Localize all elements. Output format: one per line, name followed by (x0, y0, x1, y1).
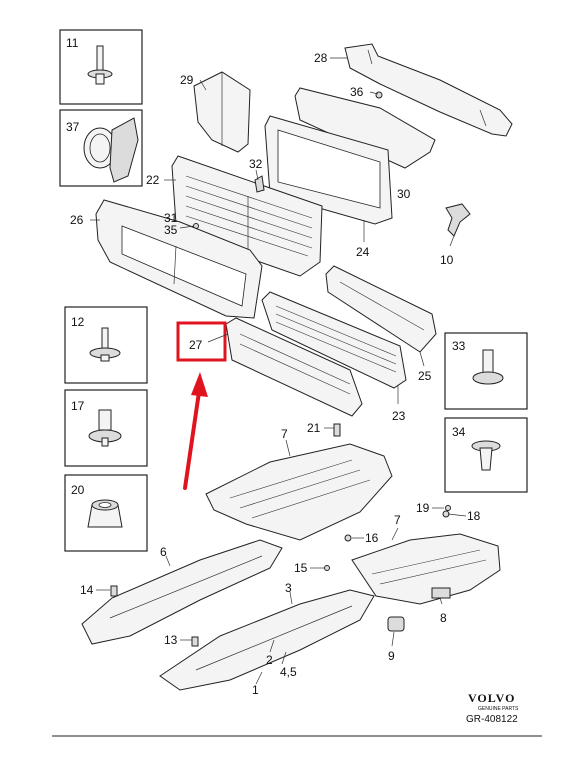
brand-tagline: GENUINE PARTS (478, 706, 519, 712)
callout-13: 13 (164, 633, 178, 647)
callout-10: 10 (440, 253, 454, 267)
rivet-icon (472, 349, 504, 385)
detail-box-11: 11 (59, 29, 143, 105)
callout-labels: 28 29 36 22 32 30 26 31 35 24 10 25 23 2… (70, 51, 481, 697)
part-25-side-grille (325, 265, 437, 353)
callout-30: 30 (397, 187, 411, 201)
box-label-12: 12 (71, 315, 85, 329)
callout-28: 28 (314, 51, 328, 65)
callout-24: 24 (356, 245, 370, 259)
screw-19-icon (445, 505, 451, 511)
callout-25: 25 (418, 369, 432, 383)
part-10-bracket (445, 203, 471, 237)
box-label-17: 17 (71, 399, 85, 413)
part-8-connector (431, 587, 451, 599)
callout-14: 14 (80, 583, 94, 597)
clip-nut-icon (88, 409, 122, 447)
part-23-lower-grille (225, 291, 407, 417)
bushing-icon (87, 499, 123, 528)
brand-logo: VOLVO (468, 691, 515, 705)
detail-box-20: 20 (64, 474, 148, 552)
callout-35: 35 (164, 223, 178, 237)
red-arrow (183, 372, 208, 490)
detail-box-17: 17 (64, 389, 148, 467)
part-3-lower-panel (159, 589, 375, 691)
callout-29: 29 (180, 73, 194, 87)
callout-16: 16 (365, 531, 379, 545)
callout-18: 18 (467, 509, 481, 523)
callout-21: 21 (307, 421, 321, 435)
detail-box-33: 33 (444, 332, 528, 410)
screw-14-icon (110, 585, 118, 597)
highlight-box-27: 27 (176, 321, 229, 362)
screw-16-icon (344, 534, 352, 542)
box-label-37: 37 (66, 120, 80, 134)
callout-26: 26 (70, 213, 84, 227)
callout-19: 19 (416, 501, 430, 515)
callout-8: 8 (440, 611, 447, 625)
callout-2: 2 (266, 653, 273, 667)
part-21-pin (333, 423, 341, 437)
screw-36-icon (375, 91, 383, 99)
part-6-side-panel (81, 539, 283, 645)
fog-lamp-bracket-icon (83, 117, 139, 183)
box-label-34: 34 (452, 425, 466, 439)
clip-15-icon (324, 565, 330, 571)
bolt-icon (87, 45, 113, 85)
callout-1: 1 (252, 683, 259, 697)
detail-box-12: 12 (64, 306, 148, 384)
part-28-upper-bracket (344, 43, 513, 137)
clip-32-icon (254, 175, 265, 193)
callout-27: 27 (189, 338, 203, 352)
push-clip-icon (471, 440, 501, 471)
part-7b-rear-panel (351, 533, 501, 605)
detail-box-37: 37 (59, 109, 143, 187)
diagram-code: GR-408122 (466, 714, 518, 725)
callout-4-5: 4,5 (280, 665, 297, 679)
callout-6: 6 (160, 545, 167, 559)
part-7-splash-shield (205, 443, 393, 541)
part-26-lower-frame (95, 199, 263, 319)
callout-31: 31 (164, 211, 178, 225)
callout-3: 3 (285, 581, 292, 595)
callout-22: 22 (146, 173, 160, 187)
callout-15: 15 (294, 561, 308, 575)
callout-7-upper: 7 (281, 427, 288, 441)
box-label-33: 33 (452, 339, 466, 353)
callout-7-lower: 7 (394, 513, 401, 527)
box-label-11: 11 (66, 36, 79, 50)
leader-lines (90, 57, 467, 685)
callout-36: 36 (350, 85, 364, 99)
callout-9: 9 (388, 649, 395, 663)
part-9-damper (387, 616, 405, 632)
brand-block: VOLVO GENUINE PARTS GR-408122 (466, 691, 519, 725)
callout-32: 32 (249, 157, 263, 171)
detail-box-34: 34 (444, 417, 528, 493)
screw-13-icon (191, 636, 199, 647)
screw-icon (89, 327, 121, 362)
callout-23: 23 (392, 409, 406, 423)
part-29-air-guide (193, 71, 251, 153)
box-label-20: 20 (71, 483, 85, 497)
